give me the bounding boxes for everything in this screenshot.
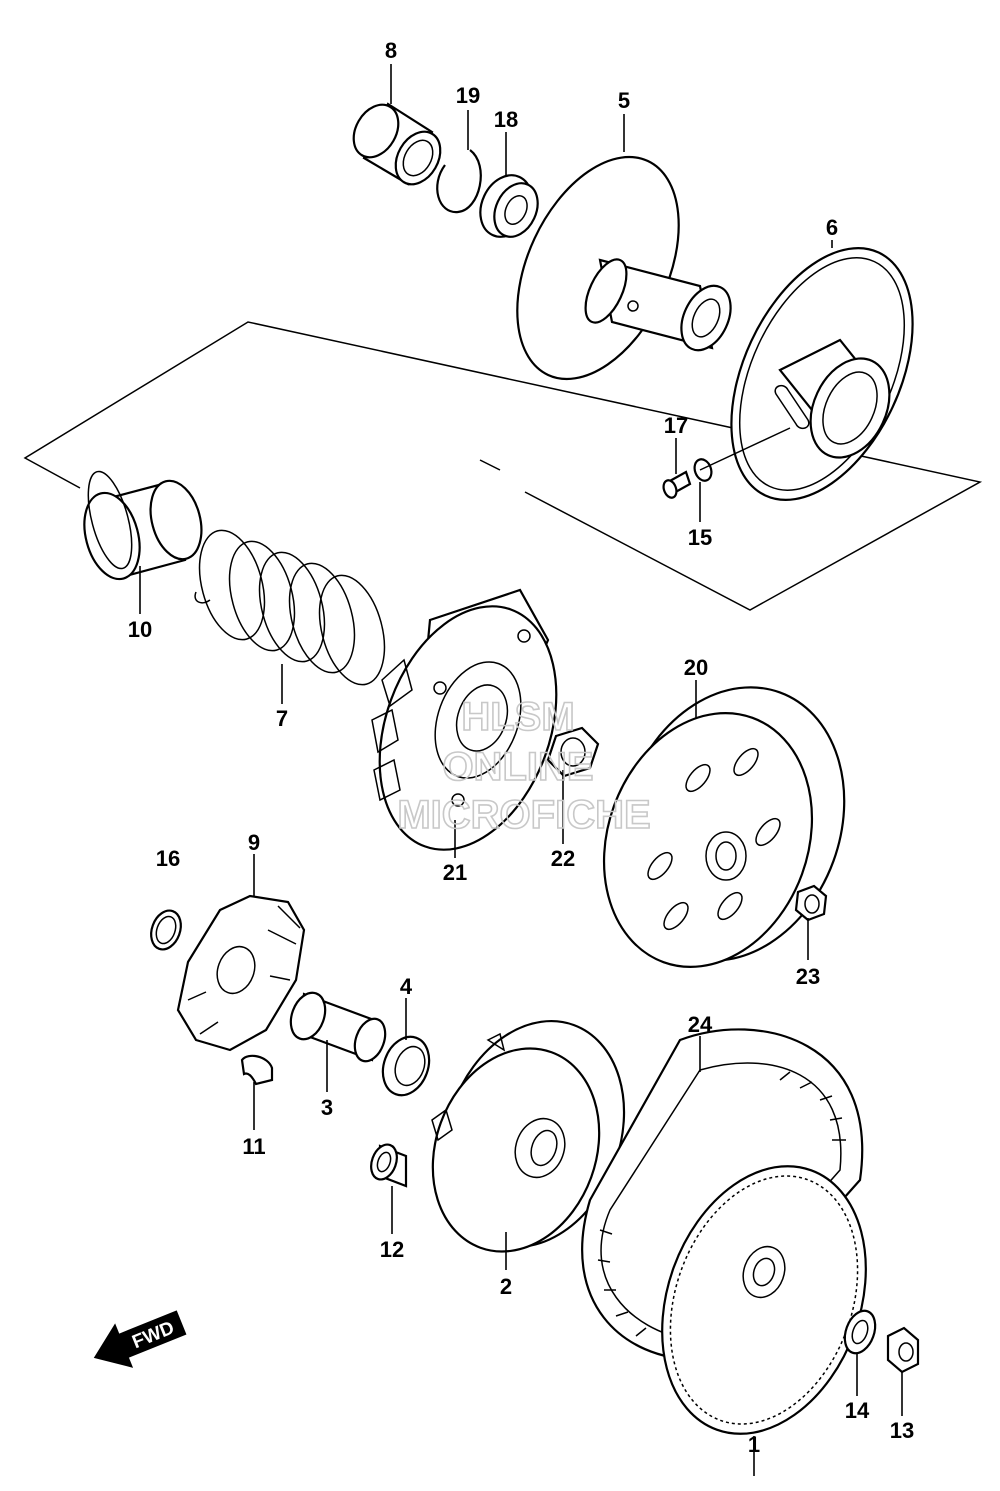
part-label-12: 12	[380, 1237, 404, 1262]
clutch-shoe-assembly	[371, 588, 558, 851]
part-label-8: 8	[385, 38, 397, 63]
guide-pin	[662, 470, 692, 499]
part-label-10: 10	[128, 617, 152, 642]
part-label-17: 17	[664, 413, 688, 438]
part-label-21: 21	[443, 860, 467, 885]
arrow-icon	[93, 1310, 187, 1368]
watermark-line-1: HLSM	[461, 695, 574, 739]
watermark: HLSM ONLINE MICROFICHE	[397, 694, 652, 838]
washer-small	[150, 909, 182, 951]
part-label-23: 23	[796, 964, 820, 989]
part-label-16: 16	[156, 846, 180, 871]
o-ring	[693, 458, 713, 482]
oil-seal-ring	[381, 1035, 431, 1097]
part-label-18: 18	[494, 107, 518, 132]
part-label-6: 6	[826, 215, 838, 240]
part-label-13: 13	[890, 1418, 914, 1443]
part-label-4: 4	[400, 974, 413, 999]
watermark-line-2: ONLINE	[442, 745, 593, 789]
part-label-22: 22	[551, 846, 575, 871]
needle-bearing	[352, 102, 442, 186]
part-label-11: 11	[242, 1134, 265, 1159]
part-label-7: 7	[276, 706, 288, 731]
movable-driven-face	[730, 247, 914, 501]
forward-direction-arrow: FWD	[93, 1310, 187, 1368]
part-label-24: 24	[688, 1012, 713, 1037]
watermark-line-3: MICROFICHE	[397, 793, 650, 837]
part-labels: 8 19 18 5 6 17 15 10 7 20 21 22 23 16 9 …	[128, 38, 914, 1457]
clutch-nut	[546, 726, 600, 778]
movable-drive-face	[431, 1019, 626, 1253]
ball-bearing	[479, 174, 539, 238]
part-label-5: 5	[618, 88, 630, 113]
spring-collar	[83, 470, 203, 581]
part-label-9: 9	[248, 830, 260, 855]
part-label-2: 2	[500, 1274, 512, 1299]
driven-spring	[194, 529, 386, 686]
drive-nut	[886, 1326, 920, 1374]
sleeve	[289, 991, 387, 1063]
slide-piece	[240, 1054, 274, 1086]
part-label-15: 15	[688, 525, 712, 550]
housing-nut	[794, 884, 828, 922]
roller-weight	[370, 1143, 408, 1188]
part-label-1: 1	[748, 1432, 760, 1457]
part-label-20: 20	[684, 655, 708, 680]
part-label-3: 3	[321, 1095, 333, 1120]
ramp-plate	[176, 894, 306, 1052]
driven-face	[516, 155, 732, 381]
washer	[843, 1309, 877, 1355]
assembly-bracket	[23, 321, 983, 611]
part-label-19: 19	[456, 83, 480, 108]
leader-lines	[139, 64, 903, 1476]
part-label-14: 14	[845, 1398, 870, 1423]
circlip	[436, 149, 482, 214]
clutch-housing	[602, 686, 846, 968]
